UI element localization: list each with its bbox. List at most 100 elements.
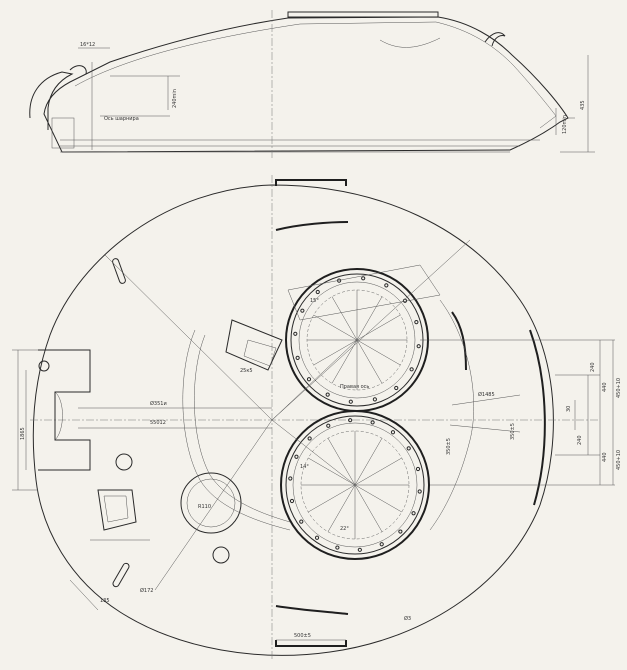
small-bolt-port	[115, 453, 133, 471]
top-slot-1	[112, 258, 126, 284]
upper-hatch-spoke	[356, 339, 383, 384]
lower-hatch-spokes	[301, 431, 409, 539]
upper-hatch-bolt	[293, 331, 298, 336]
radial-line-3	[271, 339, 358, 421]
frame-arc-2	[194, 334, 291, 523]
upper-hatch-bolt	[409, 367, 414, 372]
side-label-1: 16*12	[80, 42, 95, 48]
lower-hatch-bolt	[411, 511, 416, 516]
label-d6: 450+10	[616, 378, 622, 398]
side-hull-outline	[43, 16, 569, 153]
label-d11: 1865	[20, 427, 26, 440]
small-port	[212, 546, 230, 564]
label-d10: 30	[566, 406, 572, 412]
lower-hatch-bolt	[357, 547, 362, 552]
radial-line-5	[271, 239, 471, 421]
upper-hatch-bolt	[384, 283, 389, 288]
upper-hatch-ring-3	[298, 281, 416, 399]
gun-mount-inner-arc	[54, 391, 63, 441]
upper-hatch-spoke	[356, 314, 401, 341]
upper-hatch-spoke	[313, 314, 358, 341]
upper-hatch-bolt	[402, 298, 408, 303]
label-d9: 240	[577, 435, 583, 445]
sight-box	[225, 319, 283, 371]
radial-line-4	[271, 419, 356, 486]
upper-hatch-bolts	[293, 276, 421, 404]
lower-hatch-bolt	[348, 418, 353, 423]
side-hatch-curve	[379, 37, 441, 48]
top-right-bar	[529, 329, 546, 506]
upper-hatch-bolt	[394, 385, 399, 391]
lower-hatch-bolt	[294, 454, 299, 459]
top-handle-front	[275, 179, 347, 186]
upper-frame	[287, 264, 441, 321]
side-inner-shell	[74, 21, 557, 129]
gun-mount-outline	[38, 349, 91, 471]
periscope-ring-outer	[180, 472, 242, 534]
lower-hatch-spoke	[308, 484, 356, 513]
label-d22: 22°	[340, 526, 349, 532]
label-d18: Правая ось	[340, 384, 369, 390]
upper-hatch-spokes	[307, 290, 407, 390]
label-d4: 440	[602, 382, 608, 392]
top-hull-outline	[32, 184, 554, 656]
upper-hatch-bolt	[325, 392, 330, 397]
top-handle-side	[451, 311, 467, 371]
upper-hatch-spoke	[356, 296, 383, 341]
lower-hatch-spoke	[327, 484, 356, 532]
top-handle-rear	[275, 640, 347, 647]
label-d17: 350±5	[510, 423, 516, 440]
upper-hatch-spoke	[356, 339, 401, 366]
lower-hatch-spoke	[354, 438, 383, 486]
right-frame-lines	[449, 394, 521, 433]
upper-hatch-bolt	[300, 308, 305, 313]
side-mount-block	[51, 117, 75, 149]
label-d7: 450+10	[616, 450, 622, 470]
top-handle-2	[275, 221, 349, 231]
lower-hatch-bolt	[289, 498, 295, 504]
vision-block	[97, 489, 137, 531]
top-view: Ø351и 55012 Ø1485 440 440 450+10 450+10 …	[12, 175, 622, 660]
side-latch	[69, 65, 87, 75]
sight-box-inner	[243, 339, 277, 367]
top-slot-2	[112, 562, 130, 588]
label-d12: 500±5	[294, 633, 311, 639]
lower-hatch-bolt	[398, 529, 403, 534]
side-roof-plate	[287, 11, 439, 18]
lower-hatch-bolt	[379, 542, 384, 547]
right-frame-arc	[429, 299, 474, 531]
label-d21: 14°	[300, 464, 309, 470]
lower-hatch-spoke	[354, 484, 383, 532]
side-rear-hook	[484, 32, 506, 47]
label-d5: 440	[602, 452, 608, 462]
lower-hatch-bolt	[299, 519, 304, 524]
top-handle-3	[275, 605, 349, 615]
label-d1: Ø351и	[150, 400, 167, 407]
lower-hatch-bolt	[406, 446, 411, 451]
label-d13: R110	[198, 504, 211, 510]
radial-line-2	[154, 419, 273, 591]
upper-hatch-bolt	[348, 399, 353, 404]
radial-line-1	[104, 254, 273, 421]
gun-mount-pivot	[38, 360, 50, 372]
upper-hatch-bolt	[295, 355, 300, 360]
lower-hatch-ring-outer	[280, 410, 430, 560]
lower-hatch-spoke	[354, 457, 402, 486]
label-d20: 15°	[310, 298, 319, 304]
upper-hatch-spoke	[331, 339, 358, 384]
label-d8: 240	[590, 362, 596, 372]
lower-hatch-bolt	[307, 436, 312, 441]
vision-block-inner	[103, 495, 129, 523]
lower-hatch-bolt	[288, 476, 293, 481]
upper-hatch-spoke	[313, 339, 358, 366]
side-label-4: 120min	[562, 115, 568, 134]
side-label-5: 435	[580, 100, 586, 110]
side-label-2: Ось шарнира	[104, 116, 139, 122]
lower-hatch-bolt	[390, 430, 396, 435]
upper-hatch	[285, 268, 429, 412]
side-view: 16*12 Ось шарнира 240min 120min 435	[29, 10, 595, 160]
lower-hatch-spoke	[308, 457, 356, 486]
upper-hatch-bolt	[306, 377, 312, 382]
